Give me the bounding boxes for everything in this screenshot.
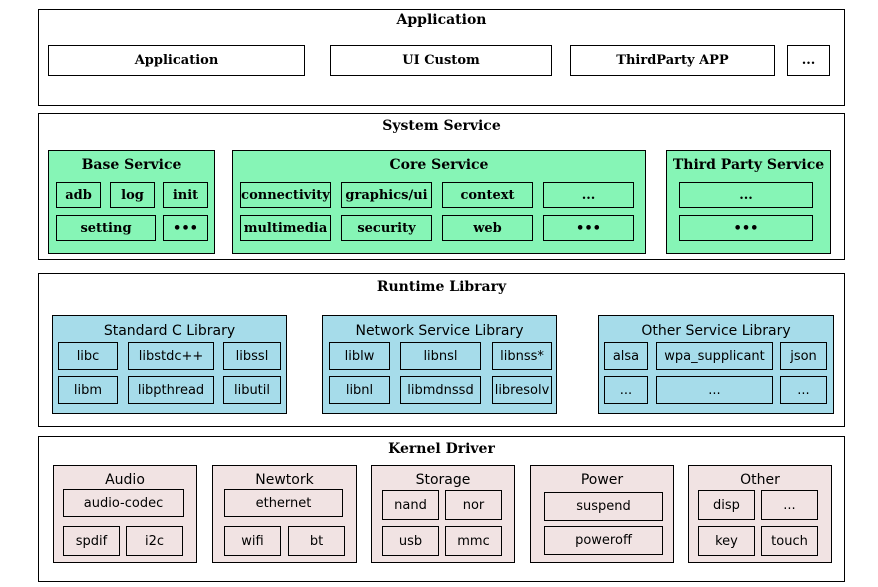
runtime-library-title: Runtime Library	[376, 279, 507, 295]
system-service-title: System Service	[382, 118, 501, 134]
poweroff-box: poweroff	[544, 526, 663, 555]
libresolv-box: libresolv	[492, 376, 552, 404]
disp-box: disp	[698, 490, 755, 520]
log-box: log	[110, 182, 155, 208]
setting-box: setting	[56, 215, 156, 241]
init-box: init	[163, 182, 208, 208]
wpa-supplicant-box: wpa_supplicant	[656, 342, 773, 370]
other-service-library-title: Other Service Library	[641, 323, 791, 339]
network-service-library-title: Network Service Library	[355, 323, 524, 339]
core-more-box-1: ...	[543, 182, 634, 208]
core-service-title: Core Service	[389, 157, 489, 173]
standard-c-library-title: Standard C Library	[103, 323, 236, 339]
libmdnssd-box: libmdnssd	[400, 376, 481, 404]
other-title: Other	[740, 472, 780, 488]
storage-title: Storage	[415, 472, 471, 488]
json-box: json	[780, 342, 827, 370]
security-box: security	[341, 215, 432, 241]
thirdparty-app-box: ThirdParty APP	[570, 45, 775, 76]
wifi-box: wifi	[224, 526, 281, 556]
kernel-driver-title: Kernel Driver	[388, 441, 495, 457]
other-lib-more-box-2: ...	[656, 376, 773, 404]
third-party-more-box-1: ...	[679, 182, 813, 208]
audio-codec-box: audio-codec	[63, 489, 184, 517]
libc-box: libc	[58, 342, 118, 370]
nand-box: nand	[382, 490, 439, 520]
application-layer-title: Application	[396, 12, 487, 28]
base-more-box: •••	[163, 215, 208, 241]
libnss-box: libnss*	[492, 342, 552, 370]
web-box: web	[442, 215, 533, 241]
core-more-box-2: •••	[543, 215, 634, 241]
other-lib-more-box-3: ...	[780, 376, 827, 404]
touch-box: touch	[761, 526, 818, 556]
libutil-box: libutil	[223, 376, 281, 404]
suspend-box: suspend	[544, 492, 663, 521]
libm-box: libm	[58, 376, 118, 404]
libssl-box: libssl	[223, 342, 281, 370]
application-more-box: ...	[787, 45, 830, 76]
usb-box: usb	[382, 526, 439, 556]
power-title: Power	[580, 472, 624, 488]
libnsl-box: libnsl	[400, 342, 481, 370]
liblw-box: liblw	[329, 342, 390, 370]
bt-box: bt	[288, 526, 345, 556]
third-party-service-title: Third Party Service	[672, 157, 825, 173]
mmc-box: mmc	[445, 526, 502, 556]
network-title: Newtork	[255, 472, 314, 488]
other-more-box: ...	[761, 490, 818, 520]
i2c-box: i2c	[126, 526, 183, 556]
libpthread-box: libpthread	[128, 376, 214, 404]
alsa-box: alsa	[604, 342, 648, 370]
libnl-box: libnl	[329, 376, 390, 404]
audio-title: Audio	[105, 472, 145, 488]
nor-box: nor	[445, 490, 502, 520]
connectivity-box: connectivity	[240, 182, 331, 208]
application-box: Application	[48, 45, 305, 76]
ui-custom-box: UI Custom	[330, 45, 552, 76]
graphics-ui-box: graphics/ui	[341, 182, 432, 208]
context-box: context	[442, 182, 533, 208]
spdif-box: spdif	[63, 526, 120, 556]
third-party-more-box-2: •••	[679, 215, 813, 241]
other-lib-more-box-1: ...	[604, 376, 648, 404]
adb-box: adb	[56, 182, 101, 208]
multimedia-box: multimedia	[240, 215, 331, 241]
libstdcpp-box: libstdc++	[128, 342, 214, 370]
key-box: key	[698, 526, 755, 556]
ethernet-box: ethernet	[224, 489, 343, 517]
base-service-title: Base Service	[81, 157, 182, 173]
